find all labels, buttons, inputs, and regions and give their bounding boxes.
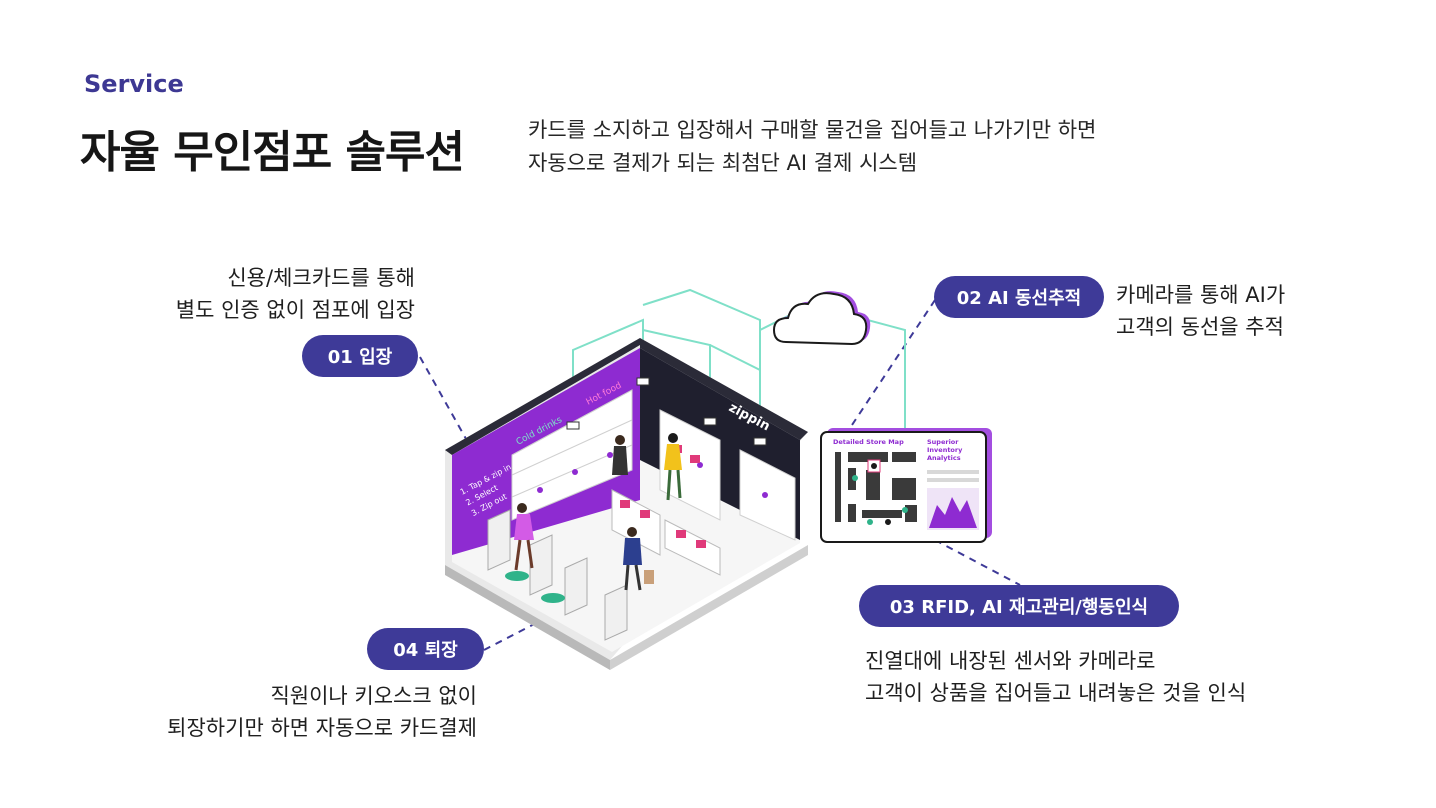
wall-step-2: 2. Select — [464, 483, 499, 507]
dashboard-map-title: Detailed Store Map — [833, 438, 904, 446]
sign-cold-drinks: Cold drinks — [515, 415, 564, 448]
camera-icon — [566, 377, 767, 446]
store-walls: 1. Tap & zip in 2. Select 3. Zip out Col… — [445, 338, 808, 555]
store-floor — [445, 338, 808, 670]
step3-badge: 03 RFID, AI 재고관리/행동인식 — [859, 585, 1179, 627]
step4-badge: 04 퇴장 — [367, 628, 484, 670]
step1-line: 신용/체크카드를 통해 — [227, 266, 415, 290]
connector-step2 — [851, 299, 936, 426]
step2-badge: 02 AI 동선추적 — [934, 276, 1104, 318]
dashboard-store-map — [835, 452, 917, 525]
step4-line: 퇴장하기만 하면 자동으로 카드결제 — [167, 716, 477, 740]
step1-description: 신용/체크카드를 통해 별도 인증 없이 점포에 입장 — [176, 262, 415, 326]
step1-badge: 01 입장 — [302, 335, 418, 377]
dashboard-analytics-line: Inventory — [927, 446, 963, 454]
connector-step4 — [483, 589, 601, 651]
dashboard-analytics-line: Superior — [927, 438, 959, 446]
shoppers — [514, 433, 682, 591]
page-title: 자율 무인점포 솔루션 — [80, 127, 465, 178]
step2-description: 카메라를 통해 AI가 고객의 동선을 추적 — [1116, 279, 1285, 343]
svg-text:1. Tap & zip in 2. Selec: 1. Tap & zip in 2. Select 3. Zip out — [459, 461, 527, 518]
connector-step1 — [419, 356, 521, 536]
connector-step3 — [934, 539, 1021, 586]
eyebrow-label: Service — [84, 70, 184, 98]
step1-line: 별도 인증 없이 점포에 입장 — [175, 298, 415, 322]
shelves — [511, 389, 796, 576]
dashboard-analytics-line: Analytics — [927, 454, 961, 462]
intro-line: 카드를 소지하고 입장해서 구매할 물건을 집어들고 나가기만 하면 — [528, 118, 1097, 142]
step4-line: 직원이나 키오스크 없이 — [270, 684, 477, 708]
step3-line: 진열대에 내장된 센서와 카메라로 — [865, 649, 1156, 673]
brand-zippin: zippin — [726, 400, 772, 434]
entry-gates — [487, 509, 628, 641]
step3-line: 고객이 상품을 집어들고 내려놓은 것을 인식 — [865, 681, 1247, 705]
step2-line: 고객의 동선을 추적 — [1116, 315, 1284, 339]
step3-description: 진열대에 내장된 센서와 카메라로 고객이 상품을 집어들고 내려놓은 것을 인… — [865, 645, 1246, 709]
intro-text: 카드를 소지하고 입장해서 구매할 물건을 집어들고 나가기만 하면 자동으로 … — [528, 114, 1228, 180]
step4-description: 직원이나 키오스크 없이 퇴장하기만 하면 자동으로 카드결제 — [167, 680, 477, 744]
dashboard-chart — [929, 497, 977, 528]
wall-step-1: 1. Tap & zip in — [459, 462, 513, 496]
analytics-dashboard: Detailed Store Map Superior Inventory An… — [820, 428, 992, 543]
cloud-icon — [772, 291, 871, 346]
sign-hot-food: Hot food — [585, 381, 624, 408]
intro-line: 자동으로 결제가 되는 최첨단 AI 결제 시스템 — [528, 151, 918, 175]
svg-text:Superior Inventory: Superior Inventory Analytics — [927, 438, 965, 462]
step2-line: 카메라를 통해 AI가 — [1116, 283, 1286, 307]
camera-cables — [572, 288, 906, 440]
wall-step-3: 3. Zip out — [470, 492, 508, 518]
